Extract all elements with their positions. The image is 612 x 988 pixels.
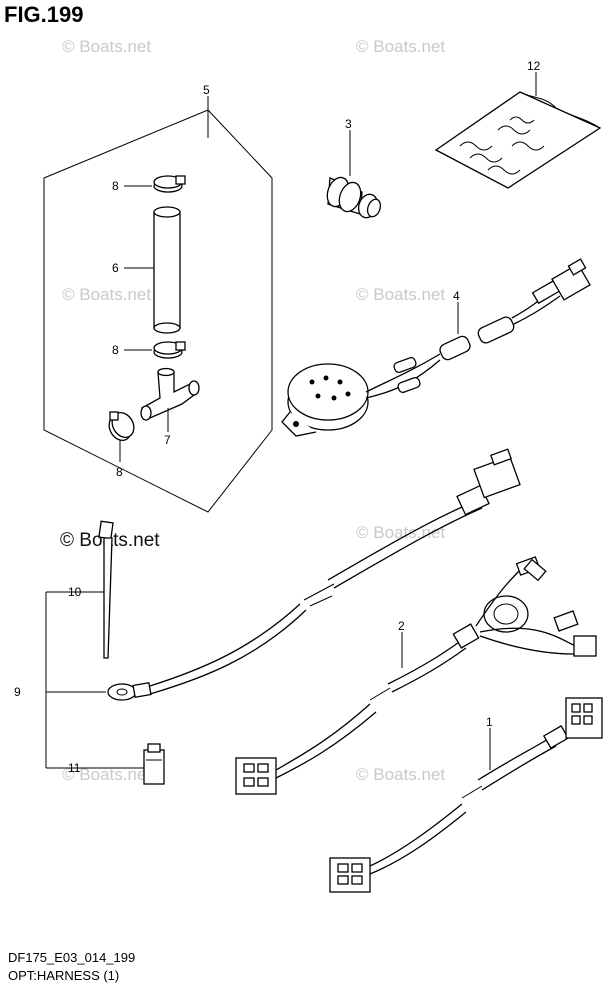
watermark: © Boats.net (356, 37, 445, 56)
footer-code: DF175_E03_014_199 (8, 950, 136, 965)
harness-1 (329, 697, 603, 893)
ground-lead (107, 448, 521, 701)
parts-bag (434, 91, 602, 189)
hose-clamp-top (153, 175, 186, 193)
callout-9: 9 (14, 685, 21, 699)
callout-8-top: 8 (112, 179, 119, 193)
hose-clamp-middle (153, 341, 186, 359)
hose (153, 206, 181, 334)
harness-2 (235, 556, 597, 795)
callout-2: 2 (398, 619, 405, 633)
hose-clamp-bottom (108, 411, 135, 441)
kit-outline (43, 109, 273, 513)
callout-8-bottom: 8 (116, 465, 123, 479)
grommet (326, 176, 382, 219)
watermark: © Boats.net (356, 765, 445, 784)
watermark: © Boats.net (62, 285, 151, 304)
callout-1: 1 (486, 715, 493, 729)
callout-6: 6 (112, 261, 119, 275)
buzzer-harness (281, 258, 591, 437)
callout-8-middle: 8 (112, 343, 119, 357)
watermark: © Boats.net (356, 285, 445, 304)
callout-4: 4 (453, 289, 460, 303)
watermark: © Boats.net (62, 37, 151, 56)
fuse (143, 743, 165, 785)
figure-title: FIG.199 (4, 2, 84, 27)
callout-10: 10 (68, 585, 82, 599)
callout-3: 3 (345, 117, 352, 131)
callout-11: 11 (68, 761, 81, 775)
callout-7: 7 (164, 433, 171, 447)
footer-name: OPT:HARNESS (1) (8, 968, 120, 983)
watermark: © Boats.net (62, 765, 151, 784)
callout-5: 5 (203, 83, 210, 97)
tee-joint (140, 367, 200, 421)
callout-12: 12 (527, 59, 541, 73)
cable-tie (98, 520, 114, 659)
